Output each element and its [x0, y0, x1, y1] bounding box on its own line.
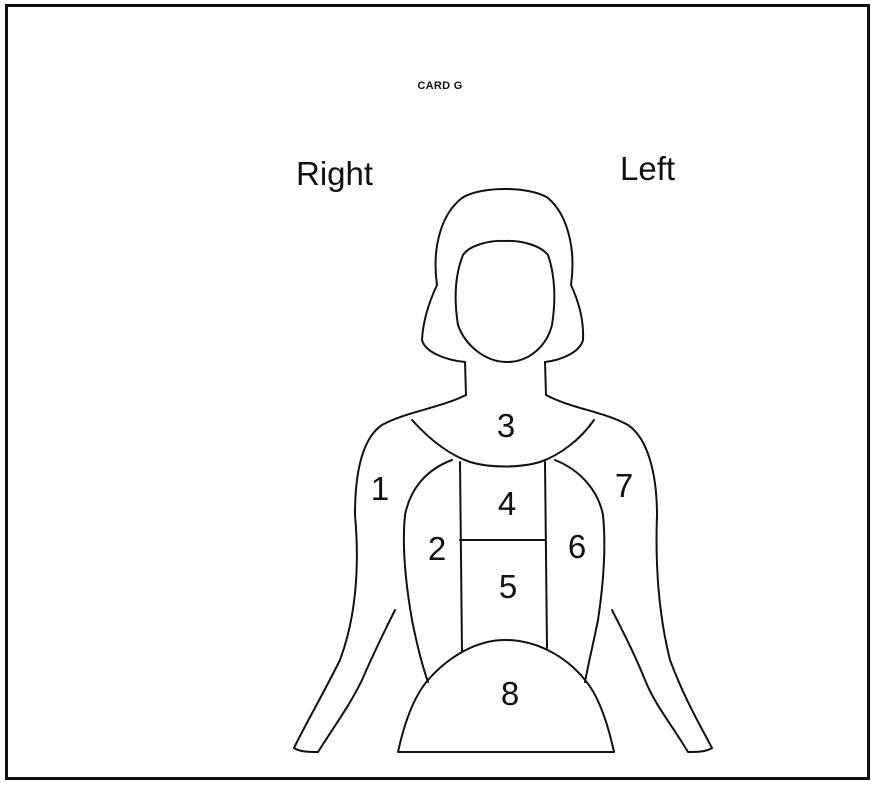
face-outline	[456, 241, 555, 362]
region-8-label: 8	[501, 675, 519, 712]
region-3-label: 3	[497, 407, 515, 444]
neck-right-line	[545, 362, 546, 395]
region-6-label: 6	[568, 528, 586, 565]
left-chest-curve	[555, 460, 604, 682]
right-shoulder-arm-outline	[294, 395, 466, 752]
hair-outline	[422, 189, 583, 362]
region-7-label: 7	[615, 467, 633, 504]
left-shoulder-arm-outline	[546, 395, 712, 752]
region-2-label: 2	[428, 530, 446, 567]
sternum-left-line	[460, 462, 462, 652]
region-1-label: 1	[371, 470, 389, 507]
right-chest-curve	[404, 460, 452, 682]
region-4-label: 4	[498, 485, 516, 522]
region-5-label: 5	[499, 568, 517, 605]
neck-left-line	[465, 362, 466, 395]
sternum-right-line	[545, 462, 547, 648]
